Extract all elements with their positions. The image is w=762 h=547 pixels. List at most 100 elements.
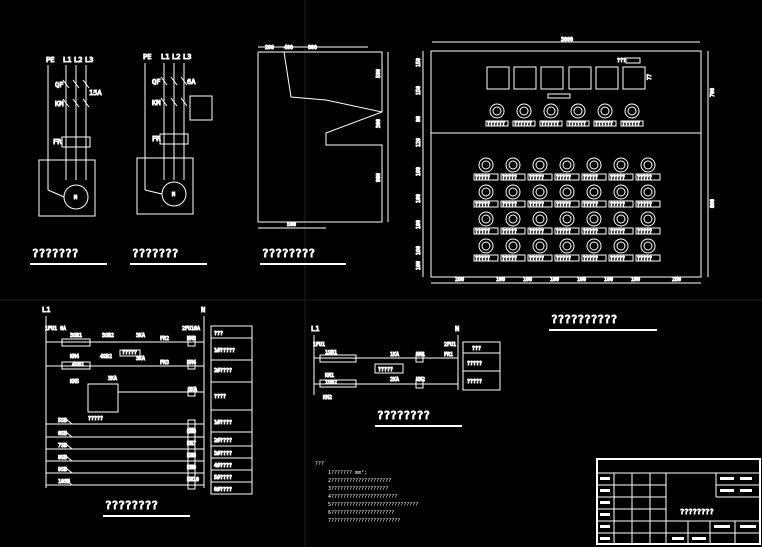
coil-label-2: KM6 [187,429,196,435]
button-tag-2-5 [581,200,607,208]
push-button-1-1 [478,157,494,173]
cr-fu2: 2FU1 [444,342,456,348]
push-button-inner-3-6 [616,214,626,224]
m2-label-m: M [172,192,175,198]
title-placeholder-text: ?????????? [551,313,617,326]
indicator-tag-text-4: ?????? [568,121,586,127]
indicator-lamp-inner-1 [492,106,502,116]
title-block: ???????? [596,458,761,545]
cl-small-label: ????? [122,350,137,356]
push-button-1-7 [640,157,656,173]
m2-label-pe: PE [143,53,151,61]
button-tag-text-4-2: ????? [502,256,517,262]
indicator-tag-text-6: ?????? [622,121,640,127]
sv-caption: ???????? [262,247,315,260]
coil-5 [187,468,196,478]
switch-contact-3 [65,443,73,450]
push-button-2-3 [532,184,548,200]
m1-label-qf: QF [55,81,63,89]
notes-line-1: 1??????? mm²; [328,470,367,476]
button-tag-1-3 [527,173,553,181]
push-button-3-2 [505,211,521,227]
push-button-inner-1-5 [589,160,599,170]
push-button-inner-2-7 [643,187,653,197]
button-tag-4-3 [527,254,553,262]
function-table-cell-5: 1#???? [214,420,232,426]
indicator-tag-3 [539,120,563,127]
cl-sb4: 4SB1 [72,362,84,368]
function-table: ???1#?????2#????????1#????2#????3#????4#… [210,325,253,495]
function-table-cell-7: 3#???? [214,451,232,457]
push-button-2-1 [478,184,494,200]
bottom-dim-1: 280 [455,277,464,283]
button-tag-text-4-4: ????? [556,256,571,262]
push-button-4-5 [586,238,602,254]
button-tag-text-4-6: ????? [610,256,625,262]
button-tag-text-1-2: ????? [502,175,517,181]
button-tag-text-2-1: ????? [475,202,490,208]
indicator-tag-5 [593,120,617,127]
cl-tag: ????? [88,416,103,422]
push-button-1-4 [559,157,575,173]
push-button-1-3 [532,157,548,173]
push-button-inner-2-4 [562,187,572,197]
indicator-tag-2 [512,120,536,127]
function-table-cell-10: 6#???? [214,487,232,493]
indicator-tag-text-3: ?????? [541,121,559,127]
left-dim-8: 100 [416,246,422,255]
notes-line-2: 2???????????????????? [328,478,391,484]
cl-caption: ???????? [105,499,158,512]
m1-label-m: M [74,195,77,201]
button-tag-text-2-4: ????? [556,202,571,208]
button-tag-3-4 [554,227,580,235]
cr-n: N [455,325,459,333]
function-table-cell-4: ???? [214,394,226,400]
function-table-cell-1: ??? [214,331,223,337]
cl-km5-left: KM5 [70,379,79,385]
left-dim-3: 80 [416,116,422,122]
coil-6 [187,480,196,490]
cr-fr1: FR1 [444,352,453,358]
button-tag-text-1-6: ????? [610,175,625,181]
meter-4 [568,66,592,90]
left-dim-4: 120 [416,138,422,147]
push-button-3-3 [532,211,548,227]
button-tag-1-5 [581,173,607,181]
push-button-inner-1-1 [481,160,491,170]
push-button-inner-2-5 [589,187,599,197]
sv-dim-right-1: 500 [376,69,382,78]
cl-fr3: FR3 [160,360,169,366]
control-circuit-right: L1 N 1FU1 2FU1 1SB1 1KA FR1 KM1 ????? KM… [311,325,501,427]
push-button-inner-2-3 [535,187,545,197]
push-button-inner-2-2 [508,187,518,197]
push-button-inner-3-4 [562,214,572,224]
pf-meter-label: ??? [617,58,626,64]
push-button-2-5 [586,184,602,200]
m2-label-qf: QF [152,78,160,86]
meter-5 [595,66,619,90]
sv-dim-right-3: 900 [376,173,382,182]
left-dim-6: 100 [416,194,422,203]
button-tag-4-1 [473,254,499,262]
panel-front-view: 3000 ??? 77 ????????????????????????????… [416,37,717,284]
switch-contact-4 [65,455,73,462]
m1-label-l1: L1 [63,56,71,64]
button-tag-3-2 [500,227,526,235]
cr-table-0: ??? [472,346,481,352]
function-table-cell-9: 5#???? [214,475,232,481]
pf-right-dim-bottom: 800 [710,199,716,208]
push-button-inner-3-3 [535,214,545,224]
m1-label-fr: FR [53,138,62,146]
button-tag-3-5 [581,227,607,235]
indicator-lamp-inner-5 [600,106,610,116]
push-button-inner-4-5 [589,241,599,251]
cr-caption: ???????? [377,409,430,422]
notes: ??? 1??????? mm²; 2???????????????????? … [315,461,418,524]
cr-ka2: 2KA [390,377,399,383]
button-tag-text-3-5: ????? [583,229,598,235]
bottom-dim-4: 100 [550,277,559,283]
